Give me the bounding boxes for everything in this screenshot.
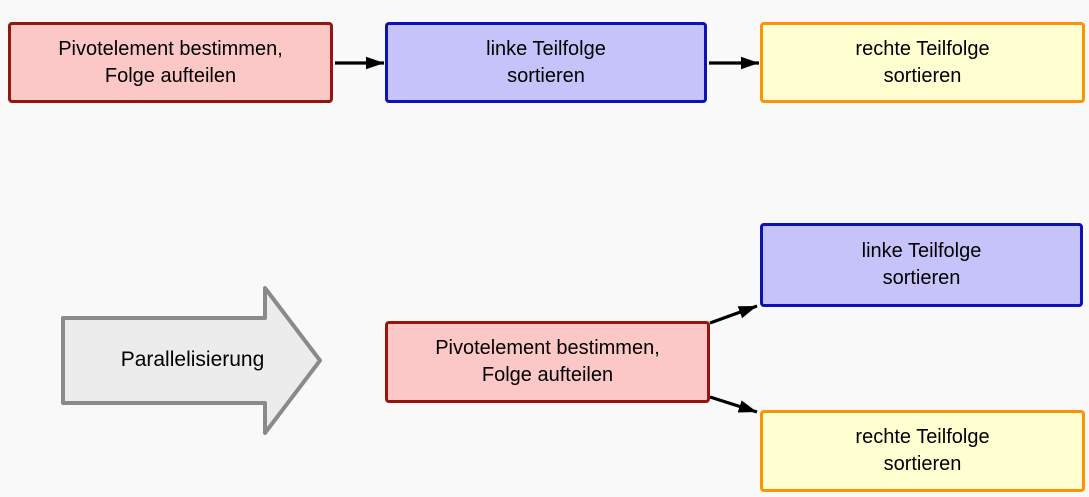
bottom-right-sort-box-line1: rechte Teilfolge: [855, 426, 990, 448]
bottom-left-sort-box: linke Teilfolge sortieren: [760, 223, 1083, 307]
top-right-sort-box-line2: sortieren: [883, 64, 962, 87]
top-pivot-box: Pivotelement bestimmen, Folge aufteilen: [8, 22, 333, 103]
bottom-left-sort-box-line2: sortieren: [882, 267, 961, 289]
top-pivot-box-line1: Pivotelement bestimmen,: [58, 37, 283, 60]
top-right-sort-box: rechte Teilfolge sortieren: [760, 22, 1085, 103]
parallelization-label: Parallelisierung: [120, 348, 265, 371]
arrow-bottom-pivot-to-left-sort: [709, 304, 758, 325]
top-left-sort-box-line1: linke Teilfolge: [486, 37, 606, 60]
bottom-pivot-box-line1: Pivotelement bestimmen,: [435, 337, 660, 359]
bottom-right-sort-box-line2: sortieren: [883, 453, 962, 475]
top-pivot-box-line2: Folge aufteilen: [104, 64, 237, 87]
top-left-sort-box-line2: sortieren: [507, 64, 585, 87]
bottom-pivot-box-line2: Folge aufteilen: [481, 364, 614, 386]
arrow-bottom-pivot-to-right-sort: [709, 395, 758, 414]
top-left-sort-box: linke Teilfolge sortieren: [385, 22, 707, 103]
top-right-sort-box-line1: rechte Teilfolge: [855, 37, 990, 60]
parallelization-arrow-shape: [61, 286, 322, 435]
bottom-left-sort-box-line1: linke Teilfolge: [861, 240, 982, 262]
bottom-right-sort-box: rechte Teilfolge sortieren: [760, 410, 1085, 492]
bottom-pivot-box: Pivotelement bestimmen, Folge aufteilen: [385, 321, 710, 403]
